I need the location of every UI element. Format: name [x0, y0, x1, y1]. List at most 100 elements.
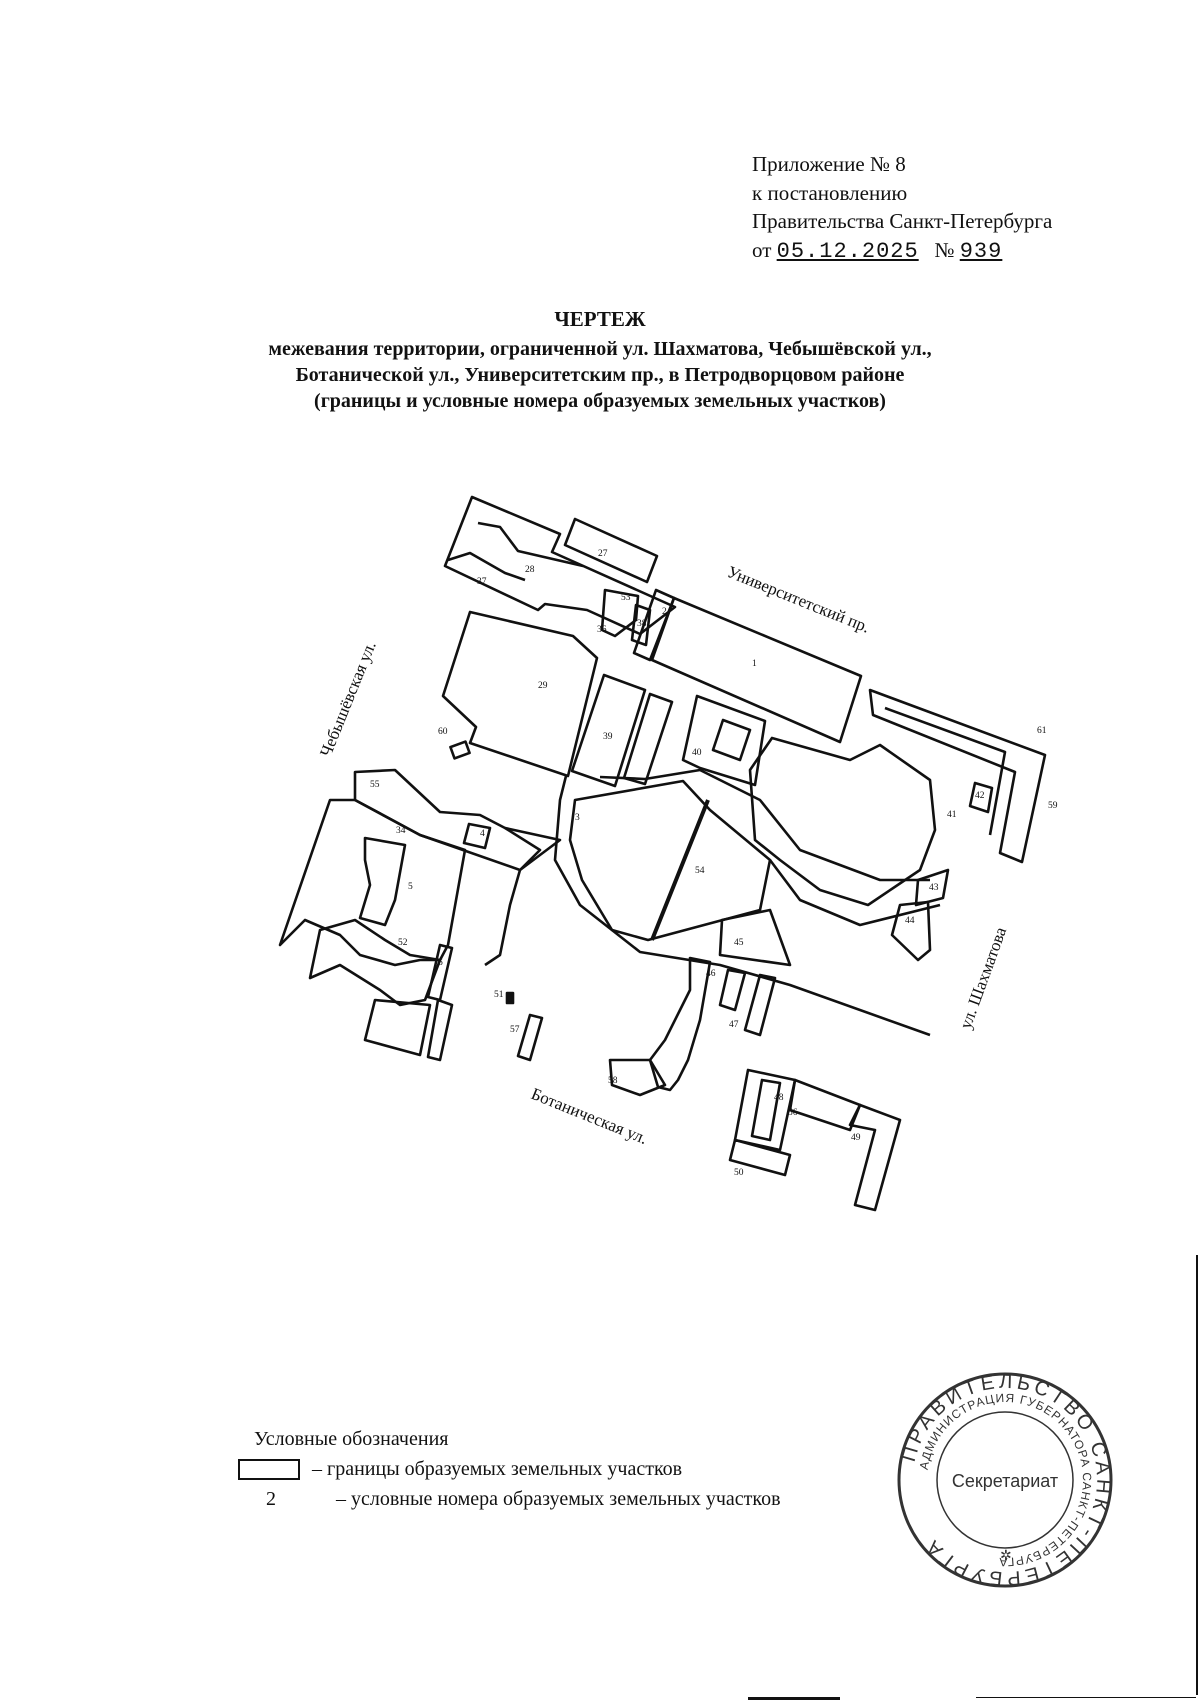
- footer-rule-right: [976, 1697, 1196, 1698]
- parcel-2-outline: [632, 588, 676, 662]
- parcel-34-outline: [278, 798, 467, 967]
- issuer: Правительства Санкт-Петербурга: [752, 209, 1053, 233]
- parcel-label-50: 50: [734, 1168, 744, 1178]
- legend-row-boundaries: – границы образуемых земельных участков: [238, 1454, 781, 1484]
- parcel-label-44: 44: [905, 916, 915, 926]
- parcel-43-outline: [914, 868, 950, 907]
- parcel-label-36: 36: [597, 625, 607, 635]
- parcel-labels: 1 2 3 4 5 6 27 28 29 34 36 37 38 39 40 4…: [370, 549, 1058, 1178]
- parcel-label-42: 42: [975, 791, 985, 801]
- parcel-53-outline: [600, 588, 640, 638]
- parcel-label-55: 55: [370, 780, 380, 790]
- parcel-label-29: 29: [538, 681, 548, 691]
- parcel-47-outline: [743, 973, 777, 1037]
- parcel-41-outline: [748, 736, 937, 907]
- number-prefix: №: [934, 237, 955, 262]
- seal-inner-ring: [936, 1411, 1074, 1549]
- parcel-38-outline: [630, 603, 652, 647]
- parcel-28-inner: [477, 521, 584, 568]
- parcel-label-3: 3: [575, 813, 580, 823]
- street-universitetsky: Университетский пр.: [725, 562, 873, 637]
- parcel-57-outline: [516, 1013, 544, 1062]
- parcel-56-outline: [788, 1078, 862, 1132]
- parcel-54-outline: [568, 779, 772, 942]
- parcel-52-outline: [308, 918, 442, 1007]
- parcel-6-outline: [426, 943, 454, 1002]
- legend-numbers-text: – условные номера образуемых земельных у…: [336, 1488, 781, 1510]
- parcel-label-27: 27: [598, 549, 608, 559]
- official-seal: ПРАВИТЕЛЬСТВО САНКТ-ПЕТЕРБУРГА АДМИНИСТР…: [897, 1371, 1113, 1589]
- parcel-6b-outline: [426, 998, 454, 1062]
- parcel-label-49: 49: [851, 1133, 861, 1143]
- parcel-39b-outline: [622, 692, 674, 786]
- title-line-1: межевания территории, ограниченной ул. Ш…: [268, 338, 932, 360]
- parcel-label-38: 38: [637, 619, 647, 629]
- title-line-2: Ботанической ул., Университетским пр., в…: [295, 364, 905, 386]
- parcel-label-43: 43: [929, 883, 939, 893]
- street-chebyshevskaya: Чебышёвская ул.: [316, 638, 380, 759]
- parcel-label-40: 40: [692, 748, 702, 758]
- map-legend: Условные обозначения – границы образуемы…: [238, 1424, 781, 1514]
- parcel-61-inner: [884, 706, 1007, 836]
- parcel-61-outline: [868, 688, 1047, 864]
- parcel-50-outline: [728, 1138, 792, 1177]
- parcel-label-46: 46: [706, 969, 716, 979]
- parcel-label-56: 56: [788, 1108, 798, 1118]
- parcel-49-outline: [848, 1103, 902, 1212]
- resolution-number: 939: [959, 238, 1003, 264]
- parcel-label-28: 28: [525, 565, 535, 575]
- document-header: Приложение № 8 к постановлению Правитель…: [752, 150, 1052, 266]
- parcel-5-outline: [358, 836, 407, 927]
- parcel-3-outline: [553, 775, 931, 1037]
- parcel-52b-outline: [363, 998, 432, 1057]
- parcel-55-outline: [353, 768, 542, 872]
- parcel-label-48: 48: [774, 1093, 784, 1103]
- parcel-label-57: 57: [510, 1025, 520, 1035]
- appendix-number: Приложение № 8: [752, 152, 906, 176]
- parcel-51-outline: [505, 991, 515, 1005]
- street-botanicheskaya: Ботаническая ул.: [529, 1084, 651, 1148]
- legend-heading: Условные обозначения: [254, 1428, 449, 1450]
- parcel-label-4: 4: [480, 829, 485, 839]
- parcel-28-outline: [443, 495, 677, 636]
- parcel-1-outline: [650, 596, 863, 744]
- parcel-37-outline: [447, 551, 526, 582]
- parcel-46b-outline: [718, 968, 747, 1012]
- resolution-ref: к постановлению: [752, 180, 908, 205]
- parcel-label-45: 45: [734, 938, 744, 948]
- legend-boundaries-text: – границы образуемых земельных участков: [312, 1458, 683, 1480]
- parcel-60-outline: [449, 740, 471, 760]
- parcel-46-outline: [648, 956, 712, 1092]
- date-number-line: от 05.12.2025 № 939: [752, 236, 1052, 267]
- parcel-label-37: 37: [477, 577, 487, 587]
- parcel-39-outline: [570, 673, 647, 788]
- boundary-symbol-icon: [238, 1458, 300, 1480]
- parcel-label-59: 59: [1048, 801, 1058, 811]
- parcel-27-outline: [563, 517, 659, 584]
- parcel-4-outline: [462, 822, 492, 850]
- parcel-3-outline-b: [599, 768, 930, 882]
- parcel-3-inner: [768, 859, 941, 927]
- legend-number-sample: 2: [266, 1488, 276, 1510]
- seal-center-text: Секретариат: [952, 1471, 1058, 1491]
- left-road: [484, 826, 562, 967]
- resolution-date: 05.12.2025: [776, 238, 919, 264]
- parcel-label-60: 60: [438, 727, 448, 737]
- parcel-label-52: 52: [398, 938, 408, 948]
- parcel-40-outline: [681, 694, 767, 787]
- parcel-label-47: 47: [729, 1020, 739, 1030]
- parcel-58-outline: [608, 1058, 667, 1097]
- parcel-label-6: 6: [438, 958, 443, 968]
- legend-row-numbers: 2 – условные номера образуемых земельных…: [254, 1484, 781, 1514]
- parcel-label-54: 54: [695, 866, 705, 876]
- parcel-29-outline: [441, 610, 599, 778]
- parcel-45-outline: [718, 908, 792, 967]
- title-main: ЧЕРТЕЖ: [554, 307, 646, 331]
- parcel-44-outline: [890, 900, 932, 962]
- parcel-42-outline: [968, 781, 994, 814]
- parcel-label-58: 58: [608, 1076, 618, 1086]
- drawing-title: ЧЕРТЕЖ межевания территории, ограниченно…: [0, 306, 1200, 414]
- parcel-40-inner: [711, 718, 752, 762]
- parcel-label-39: 39: [603, 732, 613, 742]
